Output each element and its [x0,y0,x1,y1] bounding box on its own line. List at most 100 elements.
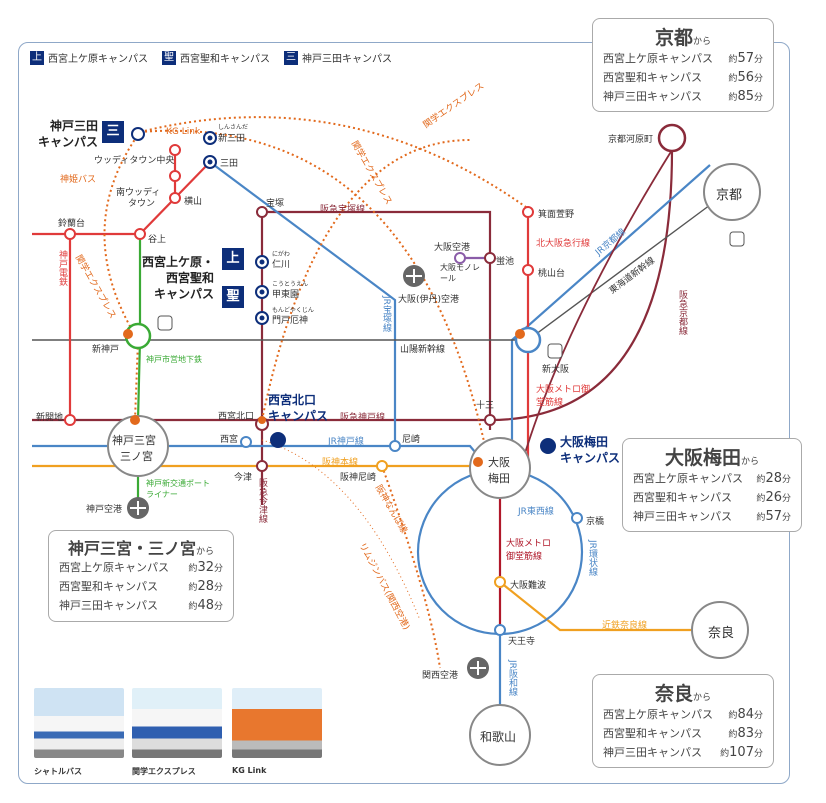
station-label: 大阪(伊丹)空港 [398,295,460,305]
yokoyama-station[interactable] [169,192,181,204]
jr-takarazuka-line [209,161,397,446]
time-prefix: 約 [756,494,766,504]
amagasaki-station[interactable] [389,440,401,452]
kyobashi-station[interactable] [571,512,583,524]
wakayama-hub[interactable] [469,704,531,766]
tennoji-station[interactable] [494,624,506,636]
line-label: 阪急今津線 [257,478,267,523]
time-unit: 分 [781,475,791,485]
shinkobe-busstop-dot [123,329,133,339]
campus-name: キャンパス [560,451,621,465]
legend-item: 聖西宮聖和キャンパス [162,50,270,65]
time-minutes: 83 [737,726,754,741]
time-row: 神戸三田キャンパス約57分 [623,508,801,527]
legend-badge: 聖 [162,50,176,65]
time-prefix: 約 [728,730,738,740]
line-label: 山陽新幹線 [400,345,446,355]
hanshin-amagasaki-station[interactable] [376,460,388,472]
photo-caption: 関学エクスプレス [132,767,196,776]
minami-woody-station[interactable] [169,170,181,182]
nara-hub[interactable] [691,601,749,659]
shinkansen-icon-kyoto [729,231,745,247]
shinosaka-busstop-dot [515,329,525,339]
legend: 上西宮上ケ原キャンパス 聖西宮聖和キャンパス 三神戸三田キャンパス [30,50,392,65]
umeda-hub[interactable] [469,437,531,499]
campus-name: 西宮上ケ原キャンパス [603,52,713,65]
box-suffix: から [196,547,215,557]
umeda-hub-label2: 梅田 [488,472,510,485]
station-label: 門戸厄神 [272,316,309,326]
photo-caption: シャトルバス [34,767,82,776]
box-title: 大阪梅田 [664,447,741,469]
shinkaichi-station[interactable] [64,414,76,426]
station-label: 南ウッディ [116,188,161,198]
line-label: 阪急京都線 [677,290,687,335]
takarazuka-station[interactable] [256,206,268,218]
campus-name: 西宮聖和 [166,271,215,285]
campus-name: 西宮上ケ原キャンパス [59,561,169,574]
line-label: JR宝塚線 [381,296,391,332]
line-label: 北大阪急行線 [536,239,591,249]
nishinomiya-station[interactable] [240,436,252,448]
momoyamadai-station[interactable] [522,264,534,276]
time-minutes: 85 [737,89,754,104]
umeda-hub-label: 大阪 [488,456,510,469]
line-label: 神戸新交通ポートライナー [146,479,210,499]
umeda-busstop-dot [473,457,483,467]
time-prefix: 約 [188,583,198,593]
time-prefix: 約 [728,711,738,721]
nishinomiya-campus-label[interactable]: 西宮上ケ原・西宮聖和キャンパス [142,254,214,302]
nara-hub-label: 奈良 [708,626,735,641]
time-unit: 分 [753,730,763,740]
station-label: 新開地 [36,413,64,423]
campus-name: キャンパス [154,287,215,301]
hotarugaike-station[interactable] [484,252,496,264]
box-suffix: から [741,457,760,467]
woody-station[interactable] [169,144,181,156]
time-prefix: 約 [756,475,766,485]
seiwa-badge: 聖 [222,286,244,308]
box-title: 京都 [654,27,693,49]
legend-label: 神戸三田キャンパス [302,54,392,65]
station-label: 今津 [234,473,253,483]
time-minutes: 48 [197,598,214,613]
tanigami-station[interactable] [134,228,146,240]
station-label: 西宮 [220,435,239,445]
umeda-time-box: 大阪梅田から 西宮上ケ原キャンパス約28分 西宮聖和キャンパス約26分 神戸三田… [622,438,802,532]
photo-caption: KG Link [232,766,267,775]
station-kana: もんどやくじん [272,307,314,314]
kobe-time-box: 神戸三宮・三ノ宮から 西宮上ケ原キャンパス約32分 西宮聖和キャンパス約28分 … [48,530,234,622]
minoo-station[interactable] [522,206,534,218]
station-label: 仁川 [272,260,291,270]
imazu-station[interactable] [256,460,268,472]
time-prefix: 約 [720,749,730,759]
kobe-sanda-campus-label[interactable]: 神戸三田キャンパス [38,118,98,150]
juso-station[interactable] [484,414,496,426]
time-prefix: 約 [728,55,738,65]
time-row: 西宮聖和キャンパス約26分 [623,489,801,508]
umeda-campus-label[interactable]: 大阪梅田キャンパス [560,434,620,466]
station-label: 尼崎 [402,435,421,445]
express-bus-photo [132,688,222,758]
kyoto-kawaramachi-hub[interactable] [657,123,687,153]
legend-badge: 三 [284,50,298,65]
namba-station[interactable] [494,576,506,588]
station-label: 新三田 [218,134,246,144]
station-label: 神戸空港 [86,505,123,515]
kitaguchi-campus-label[interactable]: 西宮北口キャンパス [268,392,328,424]
time-prefix: 約 [756,513,766,523]
express-route-2 [103,131,141,421]
osaka-airport-station[interactable] [454,252,466,264]
legend-badge: 上 [30,50,44,65]
station-label: 天王寺 [508,637,536,647]
station-label: 阪神尼崎 [340,473,377,483]
suzurandai-station[interactable] [64,228,76,240]
umeda-campus-dot[interactable] [540,438,556,454]
kitaguchi-campus-dot[interactable] [270,432,286,448]
time-row: 西宮上ケ原キャンパス約57分 [593,50,773,69]
shinkansen-icon-shinosaka [547,343,563,359]
time-prefix: 約 [188,564,198,574]
kyoto-hub[interactable] [703,163,761,221]
station-label: 桃山台 [538,269,566,279]
box-title: 神戸三宮・三ノ宮 [67,539,196,558]
